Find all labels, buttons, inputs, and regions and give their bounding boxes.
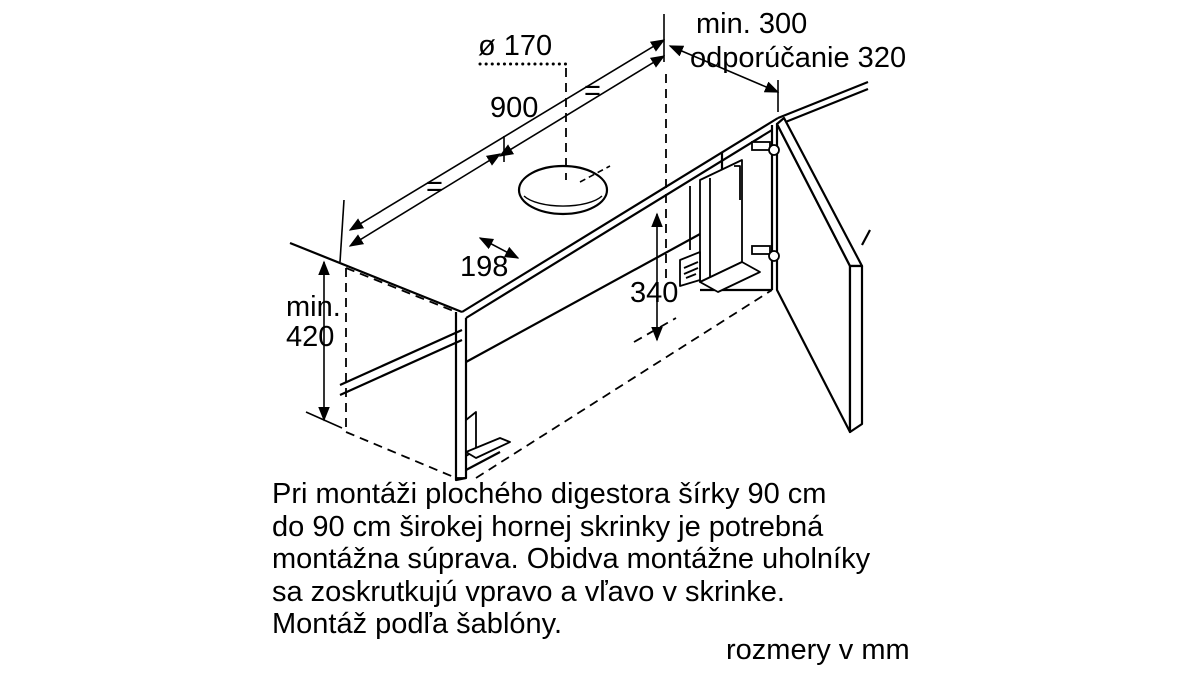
mounting-bracket [465, 159, 761, 459]
label-min-distance: min. 300 [696, 8, 807, 40]
cabinet-door [775, 116, 871, 434]
label-inner-height: 340 [630, 277, 678, 309]
note-line: sa zoskrutkujú vpravo a vľavo v skrinke. [272, 575, 785, 608]
duct-opening [517, 164, 611, 216]
units-note: rozmery v mm [726, 634, 910, 666]
dimension-lines [305, 14, 780, 429]
door-hinges [751, 141, 780, 262]
label-min-height-2: 420 [286, 321, 334, 353]
label-equal-right: = [584, 75, 601, 107]
note-line: do 90 cm širokej hornej skrinky je potre… [272, 510, 824, 543]
note-line: Montáž podľa šablóny. [272, 608, 563, 640]
note-line: Pri montáži plochého digestora šírky 90 … [272, 478, 827, 510]
label-min-height-1: min. [286, 291, 341, 323]
installation-note: Pri montáži plochého digestora šírky 90 … [272, 478, 912, 641]
note-line: montážna súprava. Obidva montážne uholní… [272, 543, 871, 575]
label-recommended-distance: odporúčanie 320 [690, 42, 906, 74]
label-duct-offset: 198 [460, 251, 508, 283]
label-duct-diameter: ø 170 [478, 30, 552, 62]
label-equal-left: = [426, 171, 443, 203]
label-width-total: 900 [490, 92, 538, 124]
